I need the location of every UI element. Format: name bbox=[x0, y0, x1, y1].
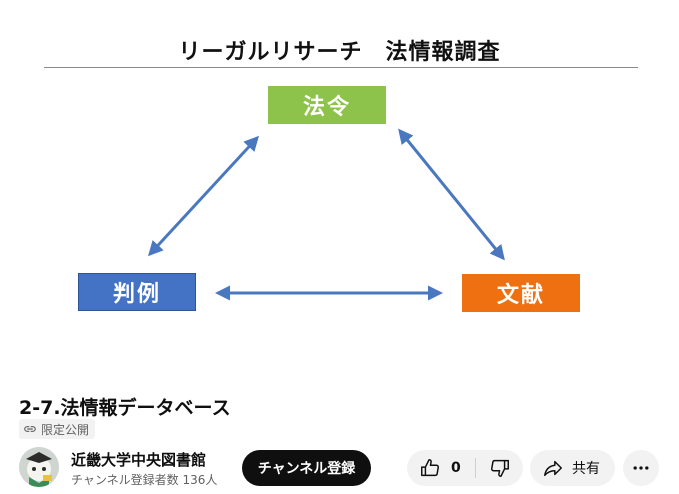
dislike-button[interactable] bbox=[476, 450, 523, 486]
like-divider bbox=[475, 458, 476, 478]
visibility-label: 限定公開 bbox=[41, 422, 90, 437]
subscribe-button[interactable]: チャンネル登録 bbox=[242, 450, 371, 486]
thumbs-down-icon bbox=[490, 459, 509, 477]
arrow-law-literature bbox=[398, 128, 505, 261]
slide-title: リーガルリサーチ 法情報調査 bbox=[178, 40, 501, 65]
video-title: 2-7.法情報データベース bbox=[19, 397, 231, 419]
like-count: 0 bbox=[451, 460, 461, 476]
share-button[interactable]: 共有 bbox=[530, 450, 615, 486]
link-icon bbox=[24, 426, 36, 432]
box-law: 法令 bbox=[268, 86, 386, 124]
thumbs-up-icon bbox=[421, 459, 439, 477]
share-label: 共有 bbox=[572, 461, 600, 477]
channel-name[interactable]: 近畿大学中央図書館 bbox=[71, 451, 207, 469]
visibility-badge: 限定公開 bbox=[19, 419, 96, 439]
box-case: 判例 bbox=[78, 273, 196, 311]
like-button[interactable]: 0 bbox=[407, 450, 475, 486]
like-dislike-group: 0 bbox=[407, 450, 523, 486]
more-actions-button[interactable] bbox=[623, 450, 659, 486]
box-literature: 文献 bbox=[462, 274, 580, 312]
arrow-law-case bbox=[147, 135, 260, 257]
video-player[interactable]: リーガルリサーチ 法情報調査 法令 判例 文献 bbox=[0, 0, 679, 384]
relationship-arrows bbox=[147, 128, 505, 301]
slide-divider bbox=[44, 67, 638, 68]
subscriber-count: チャンネル登録者数 136人 bbox=[71, 473, 218, 487]
more-horizontal-icon bbox=[633, 466, 649, 470]
channel-avatar-image bbox=[19, 447, 59, 487]
avatar[interactable] bbox=[19, 447, 59, 487]
share-arrow-icon bbox=[544, 460, 562, 477]
